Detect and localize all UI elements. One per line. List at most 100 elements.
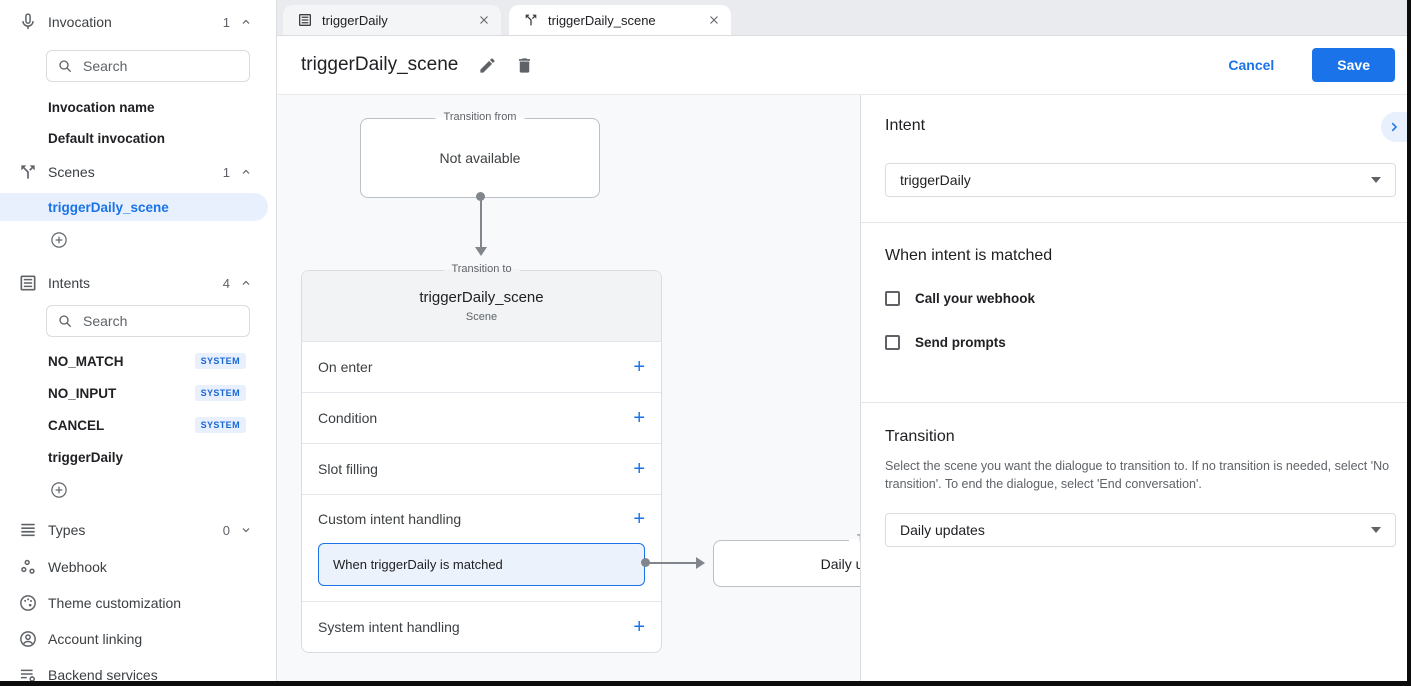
sidebar-item-cancel[interactable]: CANCEL SYSTEM bbox=[0, 409, 276, 441]
item-label: NO_INPUT bbox=[48, 385, 117, 401]
tab-label: triggerDaily bbox=[322, 12, 388, 28]
node-legend: Transition from bbox=[435, 111, 525, 123]
screen-edge-bottom bbox=[0, 681, 1411, 686]
sidebar-item-invocation-name[interactable]: Invocation name bbox=[0, 92, 276, 123]
person-circle-icon bbox=[20, 631, 36, 647]
intent-select-value: triggerDaily bbox=[900, 172, 971, 188]
item-label: triggerDaily bbox=[48, 449, 124, 465]
sidebar: Invocation 1 Invocation name Default inv… bbox=[0, 0, 277, 681]
send-prompts-checkbox[interactable]: Send prompts bbox=[885, 335, 1006, 350]
tab-strip: triggerDaily triggerDaily_scene bbox=[277, 0, 1407, 36]
caret-down-icon bbox=[1371, 177, 1381, 183]
sidebar-item-triggerdaily[interactable]: triggerDaily bbox=[0, 441, 276, 473]
collapse-panel-button[interactable] bbox=[1381, 112, 1407, 142]
node-text: Daily updates bbox=[820, 555, 860, 572]
panel-divider bbox=[861, 402, 1407, 403]
chevron-right-icon bbox=[1391, 122, 1398, 132]
pencil-icon[interactable] bbox=[478, 56, 497, 75]
content-area: triggerDaily triggerDaily_scene triggerD… bbox=[277, 0, 1407, 681]
item-label: Account linking bbox=[48, 631, 143, 647]
add-intent-button[interactable] bbox=[50, 481, 68, 499]
item-label: Theme customization bbox=[48, 595, 182, 611]
row-label: Custom intent handling bbox=[318, 511, 462, 527]
section-label: Types bbox=[48, 522, 86, 538]
close-icon[interactable] bbox=[707, 13, 721, 27]
scene-row-slot-filling: Slot filling + bbox=[302, 443, 661, 494]
system-badge: SYSTEM bbox=[194, 385, 246, 401]
invocation-search[interactable] bbox=[46, 50, 250, 82]
item-label: triggerDaily_scene bbox=[48, 199, 169, 215]
item-label: Default invocation bbox=[48, 131, 166, 146]
trash-icon[interactable] bbox=[515, 56, 534, 75]
page-header: triggerDaily_scene Cancel Save bbox=[277, 36, 1407, 95]
section-count: 0 bbox=[222, 522, 230, 538]
call-webhook-checkbox[interactable]: Call your webhook bbox=[885, 291, 1035, 306]
sidebar-item-backend-services[interactable]: Backend services bbox=[0, 661, 276, 681]
intent-heading: Intent bbox=[885, 117, 926, 134]
transition-heading: Transition bbox=[885, 428, 955, 445]
system-badge: SYSTEM bbox=[194, 353, 246, 369]
add-scene-button[interactable] bbox=[50, 231, 68, 249]
sidebar-item-triggerdaily-scene[interactable]: triggerDaily_scene bbox=[0, 193, 268, 221]
sidebar-section-invocation[interactable]: Invocation 1 bbox=[0, 8, 276, 36]
search-input[interactable] bbox=[81, 312, 239, 330]
save-button[interactable]: Save bbox=[1312, 48, 1395, 82]
sidebar-section-scenes[interactable]: Scenes 1 bbox=[0, 158, 276, 186]
intents-search[interactable] bbox=[46, 305, 250, 337]
sidebar-item-account-linking[interactable]: Account linking bbox=[0, 625, 276, 653]
scene-row-on-enter: On enter + bbox=[302, 341, 661, 392]
workspace: Transition from Not available Transition… bbox=[277, 95, 1407, 681]
sidebar-item-theme-customization[interactable]: Theme customization bbox=[0, 589, 276, 617]
intent-select[interactable]: triggerDaily bbox=[885, 163, 1396, 197]
reorder-icon bbox=[21, 523, 35, 537]
connector-line bbox=[648, 562, 696, 564]
chevron-up-icon bbox=[242, 169, 250, 174]
nodes-icon bbox=[21, 559, 35, 574]
connector-dot bbox=[476, 192, 485, 201]
search-icon bbox=[59, 60, 72, 73]
tab-triggerdaily-scene[interactable]: triggerDaily_scene bbox=[509, 5, 731, 35]
matched-heading: When intent is matched bbox=[885, 247, 1053, 264]
connector-line bbox=[480, 197, 482, 247]
page-title: triggerDaily_scene bbox=[301, 54, 459, 75]
node-text: Not available bbox=[439, 150, 521, 166]
sidebar-item-no-match[interactable]: NO_MATCH SYSTEM bbox=[0, 345, 276, 377]
close-icon[interactable] bbox=[477, 13, 491, 27]
row-label: On enter bbox=[318, 359, 373, 375]
arrowhead-right-icon bbox=[696, 557, 705, 569]
sidebar-item-default-invocation[interactable]: Default invocation bbox=[0, 123, 276, 154]
add-custom-intent-button[interactable]: + bbox=[633, 508, 645, 530]
intent-handler-card[interactable]: When triggerDaily is matched bbox=[318, 543, 645, 586]
scene-canvas: Transition from Not available Transition… bbox=[277, 95, 860, 681]
scene-node-title: triggerDaily_scene bbox=[419, 289, 544, 306]
item-label: Invocation name bbox=[48, 100, 155, 115]
add-slot-filling-button[interactable]: + bbox=[633, 458, 645, 480]
transition-from-node: Transition from Not available bbox=[360, 111, 600, 198]
add-condition-button[interactable]: + bbox=[633, 407, 645, 429]
search-input[interactable] bbox=[81, 57, 239, 75]
checkbox-label: Call your webhook bbox=[915, 291, 1036, 306]
transition-select[interactable]: Daily updates bbox=[885, 513, 1396, 547]
section-label: Intents bbox=[48, 275, 91, 291]
section-label: Scenes bbox=[48, 164, 95, 180]
sidebar-item-webhook[interactable]: Webhook bbox=[0, 553, 276, 581]
row-label: Condition bbox=[318, 410, 378, 426]
scene-row-custom-intent-handling: Custom intent handling + When triggerDai… bbox=[302, 494, 661, 601]
chevron-down-icon bbox=[242, 528, 250, 533]
row-label: System intent handling bbox=[318, 619, 460, 635]
chevron-up-icon bbox=[242, 19, 250, 24]
add-system-intent-button[interactable]: + bbox=[633, 616, 645, 638]
tab-triggerdaily[interactable]: triggerDaily bbox=[283, 5, 501, 35]
sidebar-section-types[interactable]: Types 0 bbox=[0, 516, 276, 544]
cancel-button[interactable]: Cancel bbox=[1228, 57, 1275, 73]
transition-target-node[interactable]: Transition to Daily updates bbox=[713, 533, 860, 587]
connector-dot bbox=[641, 558, 650, 567]
item-label: Backend services bbox=[48, 667, 158, 681]
checkbox-icon[interactable] bbox=[885, 335, 900, 350]
split-arrow-icon bbox=[21, 165, 35, 179]
sidebar-item-no-input[interactable]: NO_INPUT SYSTEM bbox=[0, 377, 276, 409]
sidebar-section-intents[interactable]: Intents 4 bbox=[0, 269, 276, 297]
checkbox-icon[interactable] bbox=[885, 291, 900, 306]
add-on-enter-button[interactable]: + bbox=[633, 356, 645, 378]
